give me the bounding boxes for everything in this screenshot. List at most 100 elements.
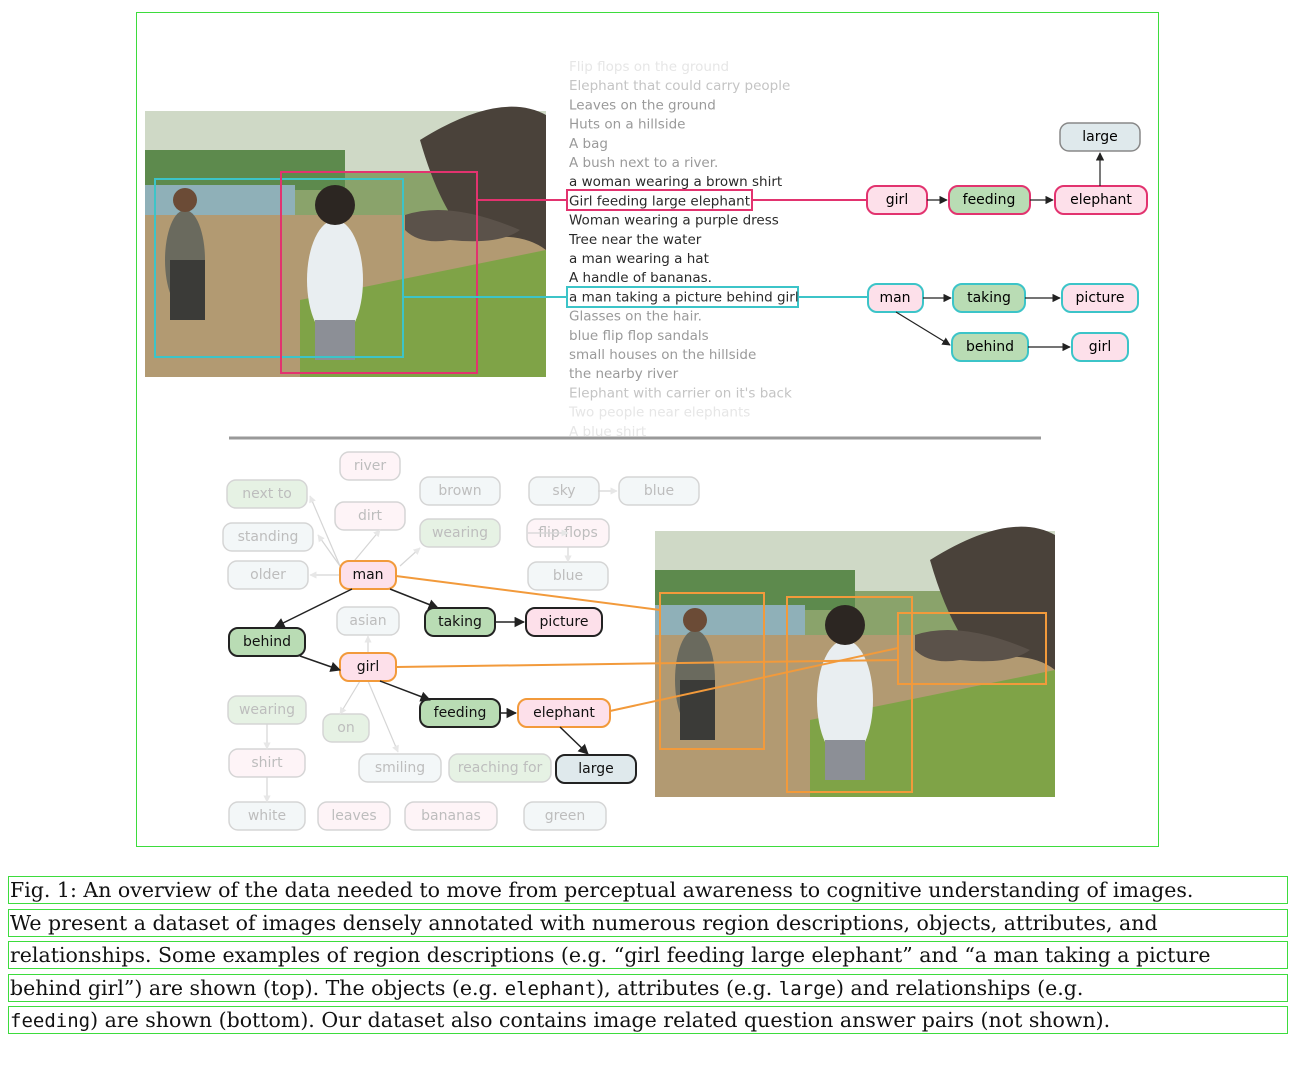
region-description: a man taking a picture behind girl: [569, 289, 799, 305]
girl-to-photo: [395, 659, 899, 668]
node-large-label: large: [578, 761, 613, 777]
node-taking-label: taking: [438, 614, 482, 630]
faded-node-label: shirt: [251, 755, 283, 771]
region-description: A blue shirt: [569, 424, 646, 440]
node-feeding: feeding: [963, 192, 1016, 208]
man-region-box: [154, 178, 404, 358]
caption-line-4: behind girl”) are shown (top). The objec…: [8, 974, 1288, 1002]
region-description: the nearby river: [569, 366, 679, 382]
faded-node: [317, 801, 391, 831]
faded-node: [339, 451, 401, 481]
faded-node: [226, 479, 308, 509]
region-description: A bag: [569, 136, 608, 152]
region-description: Woman wearing a purple dress: [569, 213, 779, 229]
top-graph-girl: girl feeding elephant large: [866, 122, 1148, 215]
node-elephant: elephant: [1070, 192, 1132, 208]
caption-code-large: large: [778, 978, 836, 1000]
graph-edge: [389, 588, 439, 610]
faded-node: [227, 560, 309, 590]
node-picture-label: picture: [540, 614, 589, 630]
faded-node: [358, 753, 442, 783]
node-girl-label: girl: [357, 659, 379, 675]
faded-node-label: blue: [553, 568, 583, 584]
elephant-to-photo: [609, 647, 899, 712]
node-behind: [228, 627, 306, 657]
node-behind-label: behind: [243, 634, 291, 650]
top-graph-man: man taking picture behind girl: [867, 283, 1139, 362]
node-taking: taking: [967, 290, 1011, 306]
node-girl-2: girl: [1089, 339, 1111, 355]
faded-node: [222, 522, 314, 552]
faded-node-label: wearing: [432, 525, 488, 541]
faded-node: [419, 476, 501, 506]
region-description: Glasses on the hair.: [569, 309, 702, 325]
faded-edge: [309, 495, 341, 567]
faded-node: [419, 518, 501, 548]
graph-edge: [274, 588, 353, 628]
faded-node: [448, 753, 552, 783]
node-man: [339, 560, 397, 590]
caption-text: ) and relationships (e.g.: [836, 976, 1084, 1000]
faded-node-label: smiling: [375, 760, 425, 776]
region-description: A bush next to a river.: [569, 155, 718, 171]
faded-node: [334, 501, 406, 531]
faded-node: [227, 695, 307, 725]
node-behind: behind: [966, 339, 1014, 355]
caption-text: ), attributes (e.g.: [596, 976, 779, 1000]
node-elephant: [517, 698, 611, 728]
faded-node-label: asian: [349, 613, 386, 629]
top-photo: [145, 106, 546, 377]
region-description: Elephant with carrier on it's back: [569, 385, 792, 401]
faded-node-label: dirt: [358, 508, 383, 524]
girl-region-box: [280, 171, 478, 374]
node-picture: [525, 607, 603, 637]
faded-node-label: bananas: [421, 808, 481, 824]
region-description: Girl feeding large elephant: [569, 193, 750, 209]
region-description: Elephant that could carry people: [569, 78, 790, 94]
faded-node: [528, 476, 600, 506]
faded-node-label: leaves: [331, 808, 376, 824]
caption-text: behind girl”) are shown (top). The objec…: [10, 976, 505, 1000]
region-description: a woman wearing a brown shirt: [569, 174, 782, 190]
bottom-girl-box: [786, 596, 913, 793]
graph-edge: [559, 726, 589, 755]
graph-edge: [299, 655, 341, 672]
faded-node-label: blue: [644, 483, 674, 499]
caption-line-2: We present a dataset of images densely a…: [8, 909, 1288, 937]
graph-edge: [379, 680, 431, 702]
faded-node-label: older: [250, 567, 286, 583]
faded-node-label: green: [545, 808, 585, 824]
faded-node-label: wearing: [239, 702, 295, 718]
node-large: large: [1082, 129, 1117, 145]
region-description: Leaves on the ground: [569, 97, 716, 113]
faded-node-label: brown: [438, 483, 481, 499]
faded-node-label: reaching for: [458, 760, 543, 776]
region-description: Tree near the water: [568, 232, 702, 248]
caption-text: ) are shown (bottom). Our dataset also c…: [90, 1008, 1111, 1032]
figure-frame: [136, 12, 1159, 847]
man-to-photo: [395, 575, 661, 611]
node-picture: picture: [1076, 290, 1125, 306]
region-description: Two people near elephants: [568, 405, 750, 421]
faded-node-label: river: [354, 458, 387, 474]
faded-node: [523, 801, 607, 831]
faded-node-label: sky: [552, 483, 575, 499]
faded-edge: [399, 547, 421, 567]
node-elephant-label: elephant: [533, 705, 595, 721]
region-description: a man wearing a hat: [569, 251, 709, 267]
region-description: blue flip flop sandals: [569, 328, 709, 344]
region-description: small houses on the hillside: [569, 347, 756, 363]
node-man: man: [879, 290, 910, 306]
faded-node-label: standing: [238, 529, 299, 545]
bottom-photo: [655, 526, 1055, 797]
faded-edge: [317, 534, 341, 567]
region-description: Huts on a hillside: [569, 117, 685, 133]
node-man-label: man: [352, 567, 383, 583]
region-description: A handle of bananas.: [569, 270, 712, 286]
faded-node: [404, 801, 498, 831]
faded-edge: [367, 680, 399, 753]
caption-code-feeding: feeding: [10, 1010, 91, 1032]
faded-node: [618, 476, 700, 506]
